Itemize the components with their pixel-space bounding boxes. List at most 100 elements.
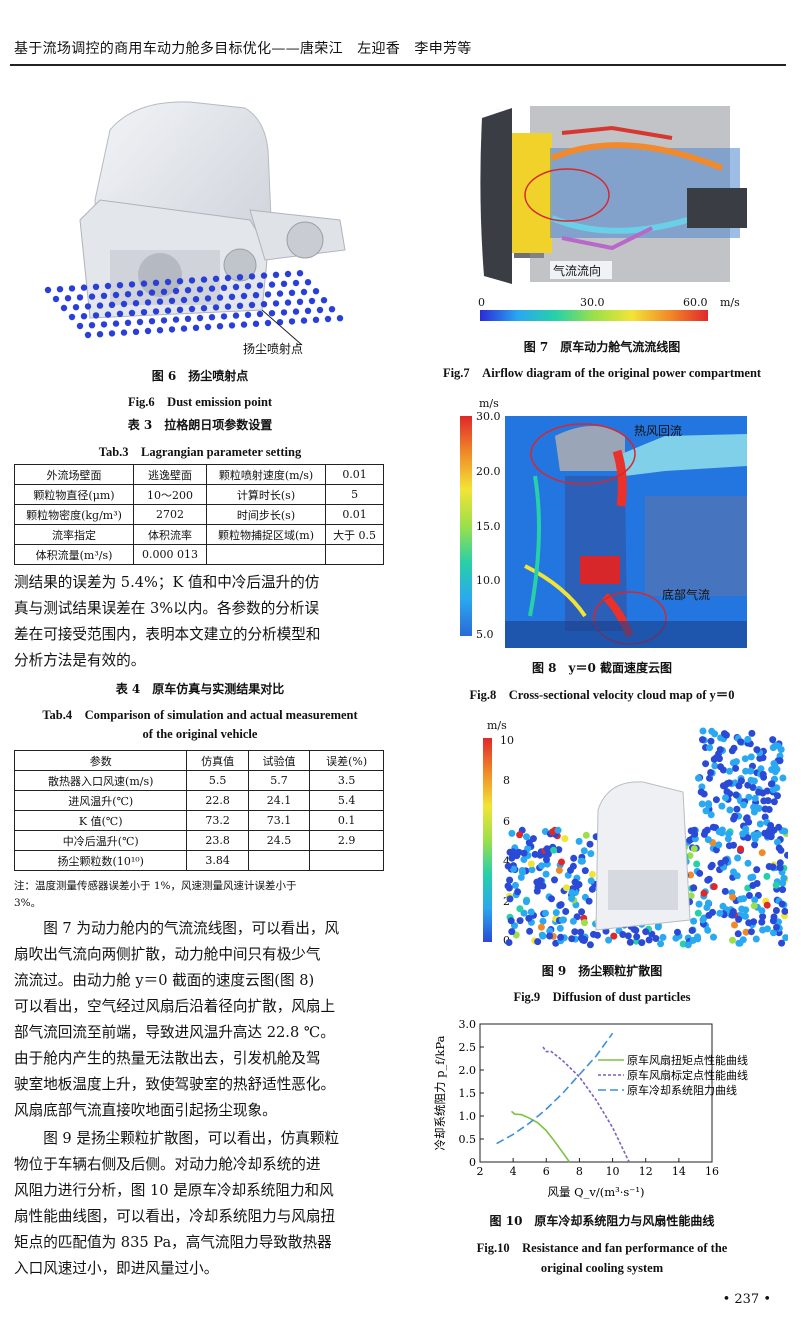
para3-line: 扇性能曲线图，可以看出，冷却系统阻力与风扇扭 [14, 1208, 336, 1225]
fig8-tick: 5.0 [476, 628, 494, 641]
para1-line: 测结果的误差为 5.4%；K 值和中冷后温升的仿 [14, 574, 320, 591]
table-header-cell: 参数 [13, 750, 188, 771]
tab4-note-line: 注：温度测量传感器误差小于 1%，风速测量风速计误差小于 [14, 880, 297, 892]
fig9-dust-image [458, 720, 791, 950]
header-rule [10, 64, 786, 66]
x-axis-label: 风量 Q_v/(m³·s⁻¹) [548, 1185, 645, 1199]
series-line [510, 1110, 571, 1163]
table-header-cell: 仿真值 [186, 750, 249, 771]
table-cell [309, 850, 384, 871]
table-cell: 24.5 [247, 830, 311, 851]
fig8-velocity-image [505, 416, 747, 648]
para2-line: 图 7 为动力舱内的气流流线图，可以看出，风 [43, 920, 340, 937]
table-header-cell: 误差(%) [309, 750, 384, 771]
legend-label: 原车风扇标定点性能曲线 [627, 1068, 748, 1082]
para3-line: 矩点的匹配值为 835 Pa，高气流阻力导致散热器 [14, 1234, 332, 1251]
fig7-caption-en: Fig.7 Airflow diagram of the original po… [442, 366, 762, 380]
table-header-cell: 试验值 [247, 750, 311, 771]
x-tick-label: 2 [477, 1165, 484, 1178]
para2: 图 7 为动力舱内的气流流线图，可以看出，风 扇吹出气流向两侧扩散，动力舱中间只… [14, 916, 386, 1124]
fig6-label: 扬尘喷射点 [243, 342, 304, 356]
fig7-scale-mid: 30.0 [580, 296, 605, 309]
fig6-caption-en: Fig.6 Dust emission point [127, 395, 273, 409]
para3-line: 图 9 是扬尘颗粒扩散图，可以看出，仿真颗粒 [43, 1130, 340, 1147]
fig8-tick: 30.0 [476, 410, 501, 423]
x-tick-label: 10 [606, 1165, 620, 1178]
para1-line: 分析方法是有效的。 [14, 652, 146, 669]
para2-line: 驶室地板温度上升，致使驾驶室的热舒适性恶化。 [14, 1076, 336, 1093]
fig8-unit: m/s [479, 397, 499, 410]
fig7-scale-min: 0 [478, 296, 485, 309]
tab4-note: 注：温度测量传感器误差小于 1%，风速测量风速计误差小于 3%。 [14, 878, 386, 912]
fig6-truck-image [40, 90, 370, 360]
table-cell [325, 544, 384, 565]
tab4-note-line: 3%。 [14, 897, 42, 909]
fig8-colorbar [460, 416, 472, 636]
fig9-tick: 10 [500, 734, 514, 747]
y-tick-label: 1.5 [459, 1087, 477, 1100]
table-cell: 大于 0.5 [325, 524, 384, 545]
table-cell: 时间步长(s) [205, 504, 327, 525]
table-cell: 散热器入口风速(m/s) [13, 770, 188, 791]
fig8-tick: 10.0 [476, 574, 501, 587]
tab4-caption-en-1: Tab.4 Comparison of simulation and actua… [42, 708, 358, 722]
x-tick-label: 12 [639, 1165, 653, 1178]
fig9-caption-en: Fig.9 Diffusion of dust particles [513, 990, 691, 1004]
table-cell: 0.1 [309, 810, 384, 831]
table-cell: 2.9 [309, 830, 384, 851]
table-cell: 10～200 [133, 484, 207, 505]
fig8-label-top: 热风回流 [634, 424, 683, 438]
x-tick-label: 8 [576, 1165, 583, 1178]
table-cell: 5.4 [309, 790, 384, 811]
para3-line: 风阻力进行分析，图 10 是原车冷却系统阻力和风 [14, 1182, 334, 1199]
y-tick-label: 2.0 [459, 1064, 477, 1077]
fig9-tick: 8 [503, 774, 510, 787]
table-cell: 73.1 [247, 810, 311, 831]
table-cell: 5 [325, 484, 384, 505]
y-tick-label: 2.5 [459, 1041, 477, 1054]
running-header: 基于流场调控的商用车动力舱多目标优化——唐荣江 左迎香 李申芳等 [14, 41, 472, 57]
fig7-colorbar [480, 310, 708, 321]
tab3-caption-cn: 表 3 拉格朗日项参数设置 [127, 418, 273, 432]
fig6-caption-cn: 图 6 扬尘喷射点 [151, 369, 249, 383]
table-row: 流率指定体积流率颗粒物捕捉区域(m)大于 0.5 [13, 524, 384, 545]
x-tick-label: 4 [510, 1165, 517, 1178]
table-cell: 进风温升(℃) [13, 790, 188, 811]
para1-line: 差在可接受范围内，表明本文建立的分析模型和 [14, 626, 321, 643]
x-tick-label: 14 [672, 1165, 686, 1178]
table-cell: 逃逸壁面 [133, 464, 207, 485]
table-cell: 颗粒物直径(μm) [13, 484, 135, 505]
tab4-caption-cn: 表 4 原车仿真与实测结果对比 [115, 682, 285, 696]
table-cell: 0.01 [325, 504, 384, 525]
table-cell: 24.1 [247, 790, 311, 811]
x-tick-label: 6 [543, 1165, 550, 1178]
tab4-caption-en-2: of the original vehicle [142, 727, 258, 741]
y-axis-label: 冷却系统阻力 p_f/kPa [433, 1035, 447, 1150]
para2-line: 流流过。由动力舱 y＝0 截面的速度云图(图 8) [14, 972, 315, 989]
table-cell: 颗粒物密度(kg/m³) [13, 504, 135, 525]
fig7-flow-image [472, 98, 748, 290]
table-cell: 体积流量(m³/s) [13, 544, 135, 565]
legend-label: 原车风扇扭矩点性能曲线 [627, 1053, 748, 1067]
table-cell: 颗粒喷射速度(m/s) [205, 464, 327, 485]
table-cell: 流率指定 [13, 524, 135, 545]
fig8-label-bottom: 底部气流 [662, 588, 711, 602]
para3-line: 物位于车辆右侧及后侧。对动力舱冷却系统的进 [14, 1156, 321, 1173]
table-cell: 外流场壁面 [13, 464, 135, 485]
table-row: 扬尘颗粒数(10¹⁰)3.84 [13, 850, 384, 871]
para3: 图 9 是扬尘颗粒扩散图，可以看出，仿真颗粒 物位于车辆右侧及后侧。对动力舱冷却… [14, 1126, 386, 1282]
fig7-label: 气流流向 [553, 264, 602, 278]
para2-line: 风扇底部气流直接吹地面引起扬尘现象。 [14, 1102, 277, 1119]
fig9-tick: 6 [503, 815, 510, 828]
para1: 测结果的误差为 5.4%；K 值和中冷后温升的仿 真与测试结果误差在 3%以内。… [14, 570, 386, 674]
tab3-caption-en: Tab.3 Lagrangian parameter setting [98, 445, 302, 459]
fig9-caption-cn: 图 9 扬尘颗粒扩散图 [541, 964, 663, 978]
fig8-caption-en: Fig.8 Cross-sectional velocity cloud map… [469, 688, 735, 702]
fig9-tick: 4 [503, 855, 510, 868]
series-line [542, 1046, 630, 1163]
